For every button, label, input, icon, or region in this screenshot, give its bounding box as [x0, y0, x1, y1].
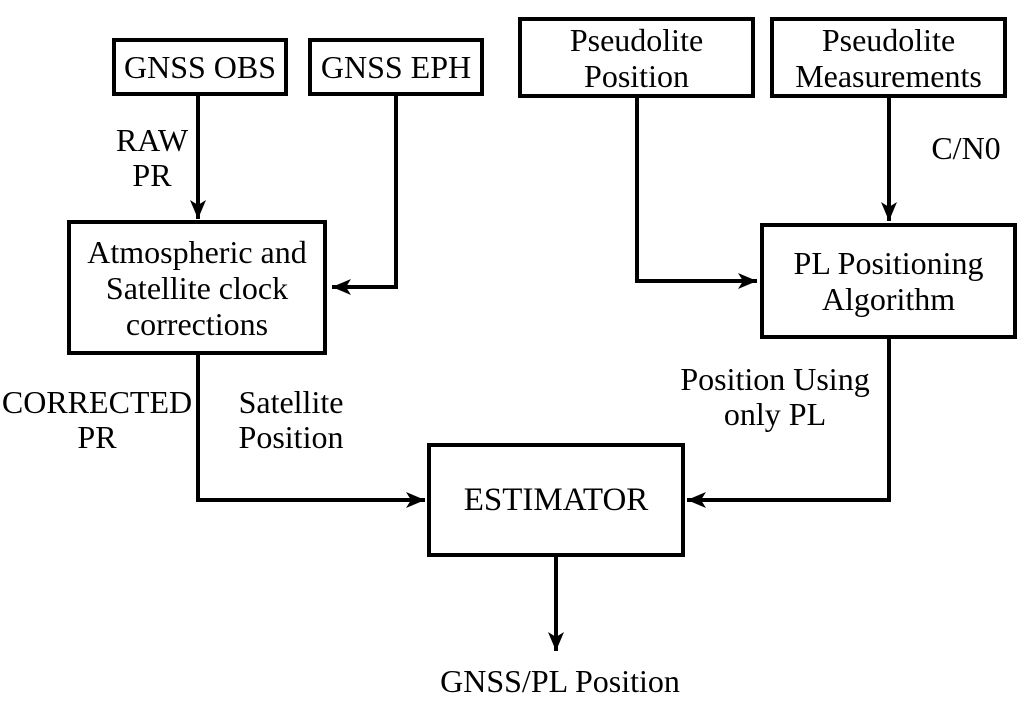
- edge-label-corrected-pr: CORRECTED PR: [1, 384, 193, 455]
- edge-algorithm-to-estimator: [687, 337, 891, 508]
- edge-label-gnss-pl-position: GNSS/PL Position: [440, 663, 680, 699]
- node-pseudolite-measurements: Pseudolite Measurements: [770, 17, 1007, 98]
- edge-eph-to-corrections: [332, 95, 398, 295]
- edge-label-satellite-position: Satellite Position: [238, 384, 344, 455]
- node-gnss-eph: GNSS EPH: [308, 38, 484, 96]
- edge-plposition-to-algorithm: [635, 97, 757, 289]
- node-estimator: ESTIMATOR: [427, 443, 685, 557]
- edge-label-cn0: C/N0: [931, 130, 1001, 166]
- edge-label-raw-pr: RAW PR: [115, 122, 189, 193]
- edge-corrections-to-estimator: [196, 353, 425, 508]
- edge-label-position-using-only-pl: Position Using only PL: [680, 361, 870, 432]
- node-pseudolite-position: Pseudolite Position: [518, 17, 755, 98]
- node-gnss-obs: GNSS OBS: [112, 38, 288, 96]
- node-atmospheric-satellite-clock-corrections: Atmospheric and Satellite clock correcti…: [67, 220, 327, 355]
- node-pl-positioning-algorithm: PL Positioning Algorithm: [760, 223, 1017, 339]
